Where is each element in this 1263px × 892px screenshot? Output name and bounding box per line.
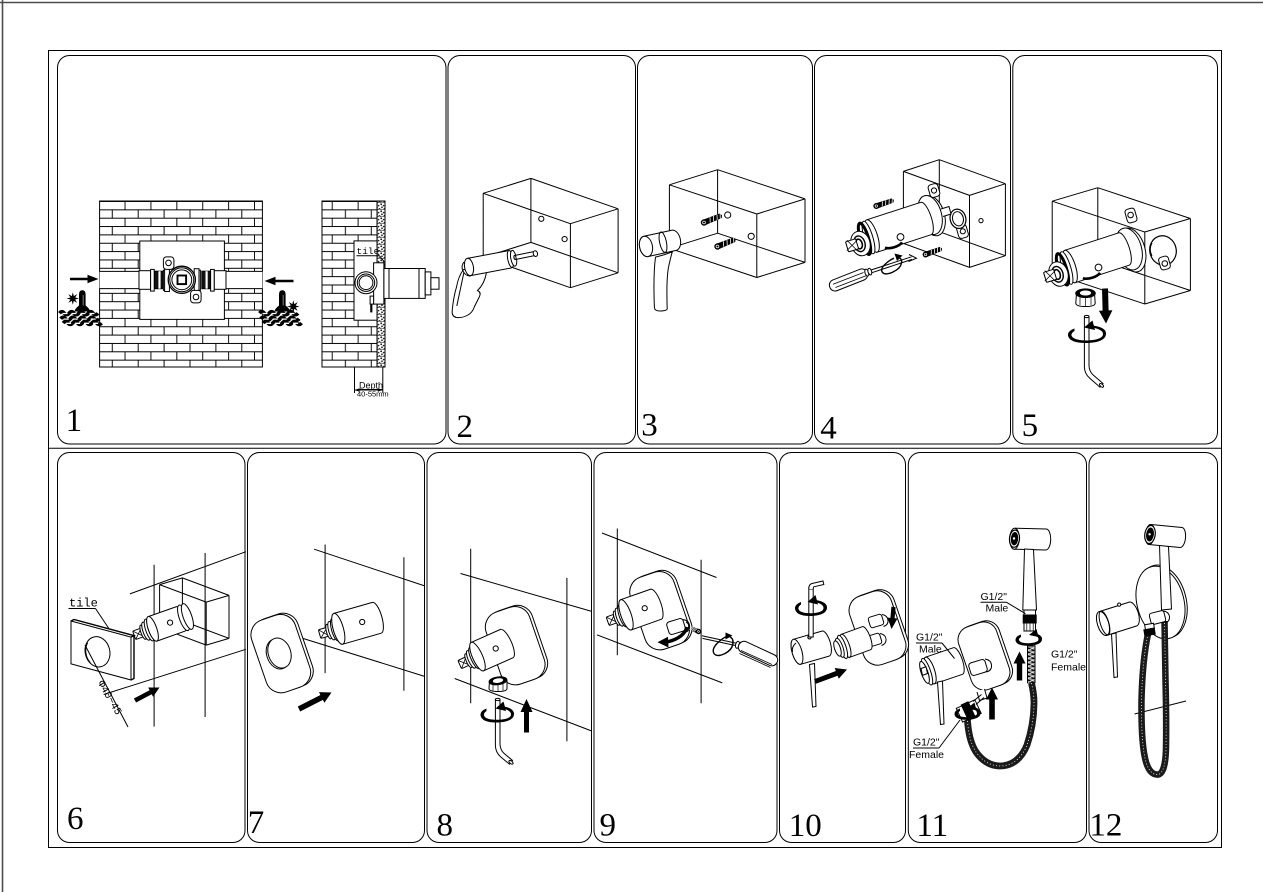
svg-text:G1/2": G1/2" [981, 591, 1008, 603]
svg-text:G1/2": G1/2" [916, 632, 943, 644]
svg-text:12: 12 [1089, 808, 1122, 844]
svg-text:4: 4 [820, 411, 837, 447]
svg-text:tile: tile [357, 246, 380, 257]
svg-text:11: 11 [916, 808, 948, 844]
svg-text:Female: Female [909, 749, 944, 761]
svg-text:G1/2": G1/2" [913, 737, 940, 749]
svg-text:40-55mm: 40-55mm [357, 390, 389, 399]
svg-text:10: 10 [789, 808, 822, 844]
svg-text:Male: Male [919, 644, 942, 656]
svg-text:Depth: Depth [359, 381, 383, 391]
svg-text:Female: Female [1051, 662, 1086, 674]
svg-text:Φ40~45: Φ40~45 [94, 679, 123, 718]
svg-text:tile: tile [69, 597, 98, 611]
svg-text:G1/2": G1/2" [1051, 649, 1078, 661]
svg-text:3: 3 [641, 408, 658, 444]
svg-text:7: 7 [248, 805, 265, 841]
svg-text:6: 6 [67, 801, 84, 837]
svg-text:Male: Male [986, 603, 1009, 615]
svg-text:2: 2 [457, 409, 474, 445]
svg-text:9: 9 [600, 808, 617, 844]
svg-text:8: 8 [437, 808, 454, 844]
svg-text:1: 1 [66, 403, 83, 439]
svg-text:5: 5 [1022, 408, 1039, 444]
